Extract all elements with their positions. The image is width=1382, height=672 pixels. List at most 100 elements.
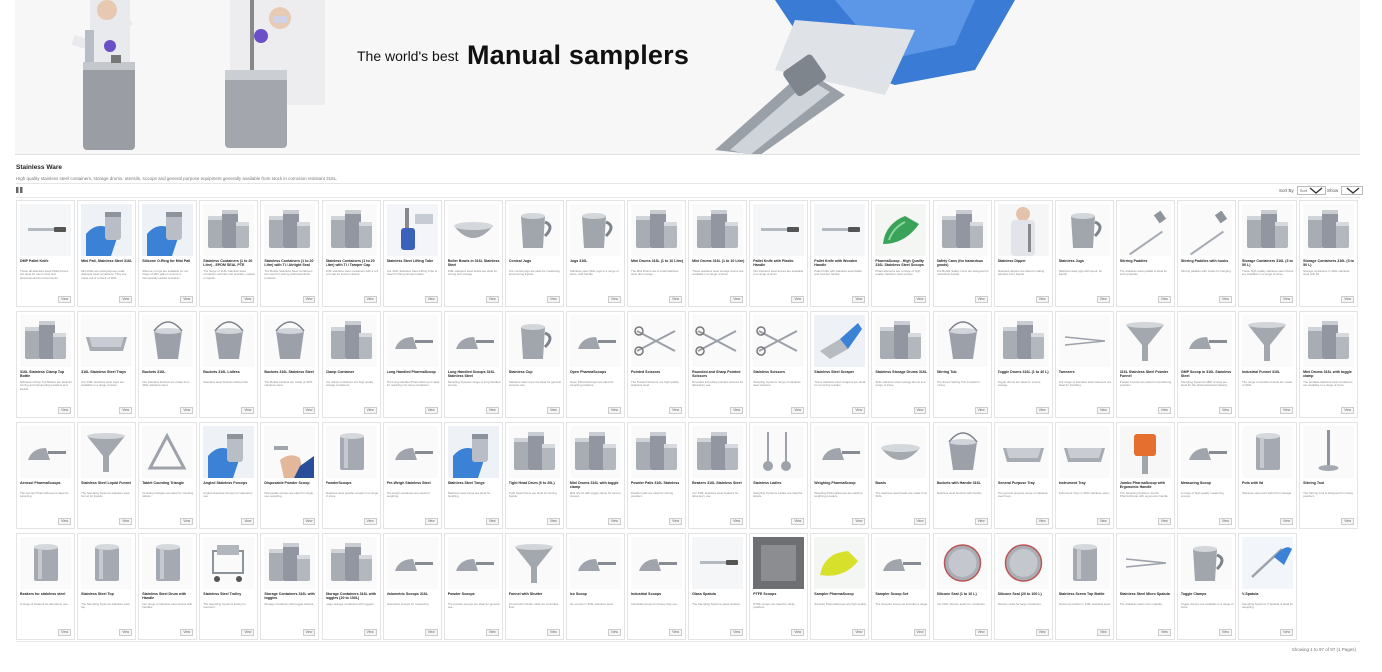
view-button[interactable]: View	[546, 628, 560, 636]
product-image[interactable]	[508, 204, 560, 256]
product-name[interactable]: Sampler PharmaScoop	[814, 592, 854, 596]
product-image[interactable]	[447, 204, 499, 256]
view-button[interactable]: View	[241, 406, 255, 414]
view-button[interactable]: View	[485, 406, 499, 414]
product-name[interactable]: Beakers for stainless steel	[20, 592, 66, 596]
product-name[interactable]: Tablet Counting Triangle	[142, 481, 185, 485]
product-image[interactable]	[753, 204, 805, 256]
product-image[interactable]	[875, 315, 927, 367]
view-button[interactable]: View	[608, 517, 621, 525]
product-name[interactable]: Stainless Steel Trolley	[203, 592, 242, 596]
product-name[interactable]: Stainless Storage Drums 316L	[875, 370, 928, 374]
product-name[interactable]: Stirring Tub	[936, 370, 957, 374]
view-button[interactable]: View	[730, 517, 744, 525]
view-button[interactable]: View	[1157, 628, 1171, 636]
product-name[interactable]: 316L Stainless Clamp Top Bottle	[20, 370, 65, 379]
product-image[interactable]	[753, 537, 805, 589]
product-name[interactable]: Mini Drums 316L (1 to 10 Litre)	[631, 259, 684, 263]
product-name[interactable]: Ice Scoop	[569, 592, 587, 596]
product-card[interactable]: Stainless Containers (1 to 20 Litre) - E…	[199, 200, 259, 307]
product-image[interactable]	[325, 204, 377, 256]
product-image[interactable]	[1058, 426, 1110, 478]
view-button[interactable]: View	[302, 517, 316, 525]
product-name[interactable]: 316L Stainless Steel Powder Funnel	[1119, 370, 1169, 379]
product-name[interactable]: Mini Drums 316L with toggle clamp	[569, 481, 619, 490]
view-button[interactable]: View	[241, 628, 255, 636]
product-name[interactable]: Storage Containers 316L with toggles	[264, 592, 315, 601]
view-button[interactable]: View	[974, 517, 988, 525]
product-name[interactable]: Sampler Scoop Set	[875, 592, 909, 596]
product-image[interactable]	[142, 426, 194, 478]
view-button[interactable]: View	[913, 628, 927, 636]
product-image[interactable]	[936, 315, 988, 367]
product-image[interactable]	[631, 204, 682, 256]
product-name[interactable]: DMP Pallet Knife	[20, 259, 49, 263]
view-button[interactable]: View	[1035, 295, 1049, 303]
product-name[interactable]: Conical Jugs	[508, 259, 532, 263]
view-button[interactable]: View	[608, 295, 621, 303]
view-button[interactable]: View	[730, 628, 744, 636]
product-image[interactable]	[875, 426, 927, 478]
product-name[interactable]: Buckets 316L	[142, 370, 166, 374]
product-name[interactable]: PTFE Scoops	[753, 592, 777, 596]
product-name[interactable]: PharmaScoop - High Quality 316L Stainles…	[875, 259, 924, 268]
view-button[interactable]: View	[608, 628, 621, 636]
show-select[interactable]	[1341, 186, 1364, 195]
product-image[interactable]	[1119, 426, 1171, 478]
product-image[interactable]	[447, 315, 499, 367]
product-image[interactable]	[386, 426, 438, 478]
product-name[interactable]: Rounded and Sharp Pointed Scissors	[692, 370, 741, 379]
product-image[interactable]	[203, 204, 255, 256]
view-button[interactable]: View	[1280, 628, 1293, 636]
product-name[interactable]: Buckets with Handle 316L	[936, 481, 981, 485]
view-button[interactable]: View	[1219, 406, 1232, 414]
product-name[interactable]: Stainless Steel Drum with Handle	[142, 592, 187, 601]
product-name[interactable]: Measuring Scoop	[1180, 481, 1211, 485]
view-button[interactable]: View	[913, 406, 927, 414]
product-name[interactable]: Long Handled Scoops 316L Stainless Steel	[447, 370, 495, 379]
product-image[interactable]	[936, 426, 988, 478]
product-image[interactable]	[81, 426, 133, 478]
product-image[interactable]	[875, 537, 927, 589]
view-button[interactable]: View	[119, 628, 133, 636]
product-name[interactable]: Pallet Knife with Wooden Handle	[814, 259, 858, 268]
product-image[interactable]	[1058, 204, 1110, 256]
product-image[interactable]	[631, 426, 682, 478]
product-name[interactable]: Pots with lid	[1242, 481, 1264, 485]
product-image[interactable]	[753, 315, 805, 367]
product-name[interactable]: Storage Containers 316L (3 to 50 L)	[1242, 259, 1293, 268]
product-image[interactable]	[814, 537, 866, 589]
product-name[interactable]: Angled Stainless Forceps	[203, 481, 248, 485]
product-image[interactable]	[1119, 204, 1171, 256]
product-name[interactable]: Jumbo PharmaScoop with Ergonomic Handle	[1119, 481, 1165, 490]
view-button[interactable]: View	[1341, 295, 1355, 303]
product-image[interactable]	[508, 315, 560, 367]
product-image[interactable]	[203, 315, 255, 367]
product-image[interactable]	[447, 426, 499, 478]
product-image[interactable]	[569, 537, 621, 589]
product-image[interactable]	[264, 537, 316, 589]
view-button[interactable]: View	[852, 406, 866, 414]
product-name[interactable]: Stainless Containers (1 to 20 Litre) wit…	[325, 259, 375, 268]
view-button[interactable]: View	[1096, 517, 1110, 525]
product-image[interactable]	[1058, 537, 1110, 589]
view-button[interactable]: View	[974, 628, 988, 636]
